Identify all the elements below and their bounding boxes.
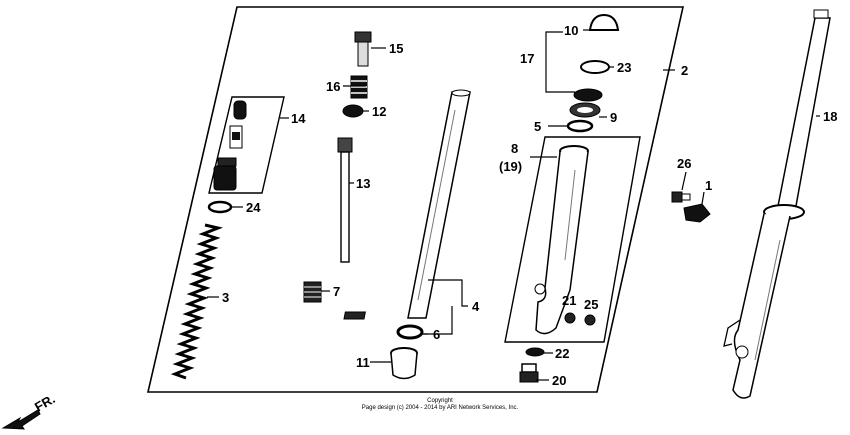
callout-26[interactable]: 26	[677, 156, 691, 171]
callout-4[interactable]: 4	[472, 299, 480, 314]
front-direction-arrow: FR.	[1, 391, 58, 430]
callout-24[interactable]: 24	[246, 200, 261, 215]
callout-20[interactable]: 20	[552, 373, 566, 388]
part-20-bolt[interactable]	[519, 363, 539, 383]
assembly-outline	[146, 6, 684, 393]
subassembly-box-14	[208, 96, 285, 194]
callout-19[interactable]: (19)	[499, 159, 522, 174]
part-26-bolt[interactable]	[671, 191, 691, 203]
copyright-line-2: Page design (c) 2004 - 2014 by ARI Netwo…	[361, 405, 519, 411]
subassembly-box-8	[504, 136, 641, 343]
callout-18[interactable]: 18	[823, 109, 837, 124]
callout-5[interactable]: 5	[534, 119, 541, 134]
callout-9[interactable]: 9	[610, 110, 617, 125]
part-18-fork-assembly[interactable]	[723, 9, 831, 399]
callout-21[interactable]: 21	[562, 293, 576, 308]
copyright-line-1: Copyright	[427, 398, 453, 404]
callout-15[interactable]: 15	[389, 41, 403, 56]
part-15-bolt[interactable]	[354, 31, 372, 67]
part-3-spring[interactable]	[170, 223, 224, 380]
part-14-valve[interactable]	[213, 100, 247, 191]
callout-6[interactable]: 6	[433, 327, 440, 342]
callout-10[interactable]: 10	[564, 23, 578, 38]
part-16-spring[interactable]	[350, 75, 368, 99]
callout-13[interactable]: 13	[356, 176, 370, 191]
part-22-washer[interactable]	[525, 347, 545, 357]
part-12-seat[interactable]	[342, 104, 364, 118]
part-21-screw[interactable]	[564, 312, 576, 324]
callout-12[interactable]: 12	[372, 104, 386, 119]
part-11-bushing[interactable]	[390, 347, 418, 380]
part-23-oring[interactable]	[580, 60, 610, 74]
part-13-rod[interactable]	[337, 137, 353, 263]
callout-16[interactable]: 16	[326, 79, 340, 94]
callout-3[interactable]: 3	[222, 290, 229, 305]
callout-1[interactable]: 1	[705, 178, 712, 193]
callout-23[interactable]: 23	[617, 60, 631, 75]
part-6-seal[interactable]	[396, 324, 424, 340]
part-8-slider[interactable]	[534, 145, 589, 335]
part-25-screw[interactable]	[584, 314, 596, 326]
part-24-washer[interactable]	[207, 200, 233, 214]
copyright-notice: Copyright Page design (c) 2004 - 2014 by…	[300, 398, 580, 412]
part-1-bracket[interactable]	[683, 203, 711, 223]
callout-25[interactable]: 25	[584, 297, 598, 312]
callout-11[interactable]: 11	[356, 355, 370, 370]
callout-8[interactable]: 8	[511, 141, 518, 156]
part-9-seal[interactable]	[569, 88, 603, 118]
callout-2[interactable]: 2	[681, 63, 688, 78]
part-5-clip[interactable]	[566, 119, 594, 133]
part-7-spring[interactable]	[303, 281, 322, 303]
part-10-cap[interactable]	[588, 13, 620, 31]
callout-14[interactable]: 14	[291, 111, 306, 126]
part-4-fork-tube[interactable]	[343, 89, 471, 320]
callout-22[interactable]: 22	[555, 346, 569, 361]
callout-7[interactable]: 7	[333, 284, 340, 299]
callout-17[interactable]: 17	[520, 51, 534, 66]
